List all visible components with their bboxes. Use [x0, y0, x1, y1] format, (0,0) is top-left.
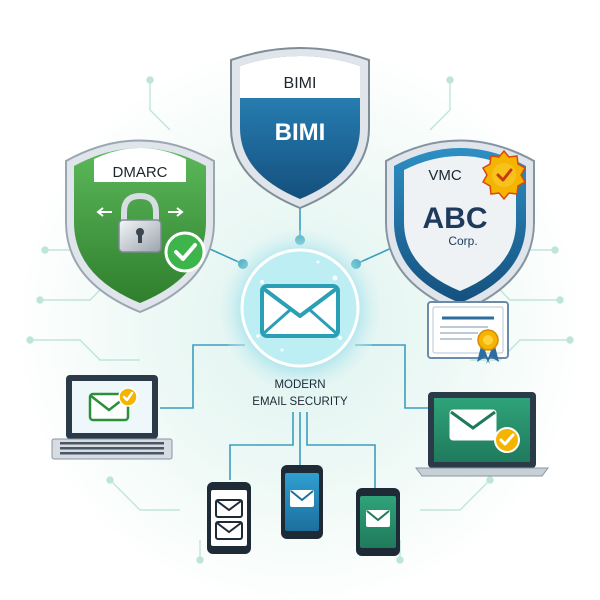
dmarc-title: DMARC — [113, 164, 168, 181]
laptop-left-envelope-icon — [88, 392, 130, 422]
phone-right-envelope-icon — [366, 510, 390, 527]
hub-sparkles — [256, 260, 342, 352]
keyboard-keys — [60, 442, 164, 455]
phone-left-envelope-icon — [215, 499, 243, 540]
padlock-icon — [118, 192, 162, 253]
bimi-title: BIMI — [284, 75, 317, 92]
phone-right — [356, 488, 400, 556]
vmc-title: VMC — [428, 167, 462, 184]
phone-center-envelope-icon — [290, 490, 314, 507]
bimi-shield: BIMI BIMI — [230, 47, 370, 210]
vmc-logo-sub: Corp. — [448, 234, 477, 248]
laptop-right-envelope-icon — [449, 409, 497, 441]
verified-badge-icon — [481, 149, 527, 201]
arrows-icon — [96, 207, 184, 217]
dmarc-shield: DMARC — [65, 139, 215, 314]
laptop-right-check-icon — [494, 427, 520, 453]
certificate-icon — [427, 301, 509, 364]
bimi-logo-text: BIMI — [275, 119, 326, 146]
envelope-icon — [260, 284, 340, 338]
vmc-shield: VMC ABC Corp. — [385, 139, 535, 314]
laptop-right — [415, 392, 549, 477]
phone-left — [207, 482, 251, 554]
check-icon — [164, 231, 206, 273]
laptop-left — [51, 375, 173, 460]
hub-label-line2: EMAIL SECURITY — [252, 396, 348, 408]
hub-label-line1: MODERN — [274, 379, 325, 391]
vmc-logo-main: ABC — [423, 202, 488, 235]
laptop-left-check-icon — [118, 387, 138, 407]
phone-center — [281, 465, 323, 539]
email-hub: MODERN EMAIL SECURITY — [220, 230, 380, 408]
